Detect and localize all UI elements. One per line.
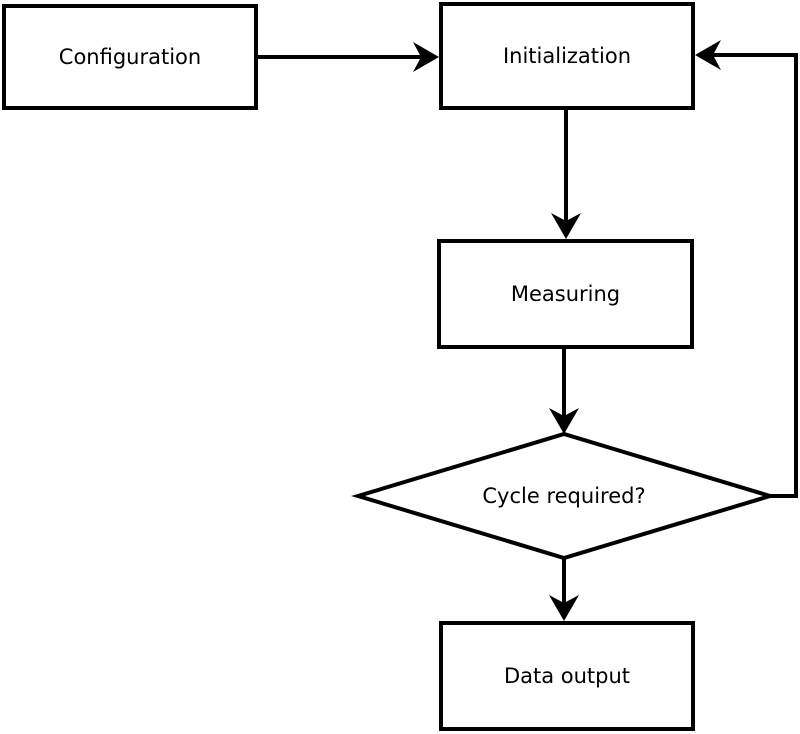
node-cycle-required-shape xyxy=(351,431,777,561)
arrowhead-left-icon xyxy=(695,40,721,70)
node-configuration: Configuration xyxy=(2,4,258,110)
edge-cycle-required-to-initialization-feedback xyxy=(695,40,798,498)
node-measuring: Measuring xyxy=(437,239,694,349)
node-cycle-required-label: Cycle required? xyxy=(482,484,646,508)
edge-initialization-to-measuring xyxy=(551,110,581,239)
arrowhead-down-icon xyxy=(549,595,579,621)
arrowhead-down-icon xyxy=(549,408,579,434)
node-cycle-required: Cycle required? xyxy=(358,434,770,558)
node-data-output-label: Data output xyxy=(503,664,631,688)
edge-configuration-to-initialization xyxy=(258,42,439,72)
edge-cycle-required-to-data-output xyxy=(549,558,579,621)
node-data-output: Data output xyxy=(439,621,695,731)
arrowhead-down-icon xyxy=(551,213,581,239)
node-initialization: Initialization xyxy=(439,2,695,110)
arrowhead-right-icon xyxy=(413,42,439,72)
node-measuring-label: Measuring xyxy=(510,282,621,306)
edge-measuring-to-cycle-required xyxy=(549,349,579,434)
node-initialization-label: Initialization xyxy=(502,44,632,68)
node-configuration-label: Configuration xyxy=(58,45,202,69)
